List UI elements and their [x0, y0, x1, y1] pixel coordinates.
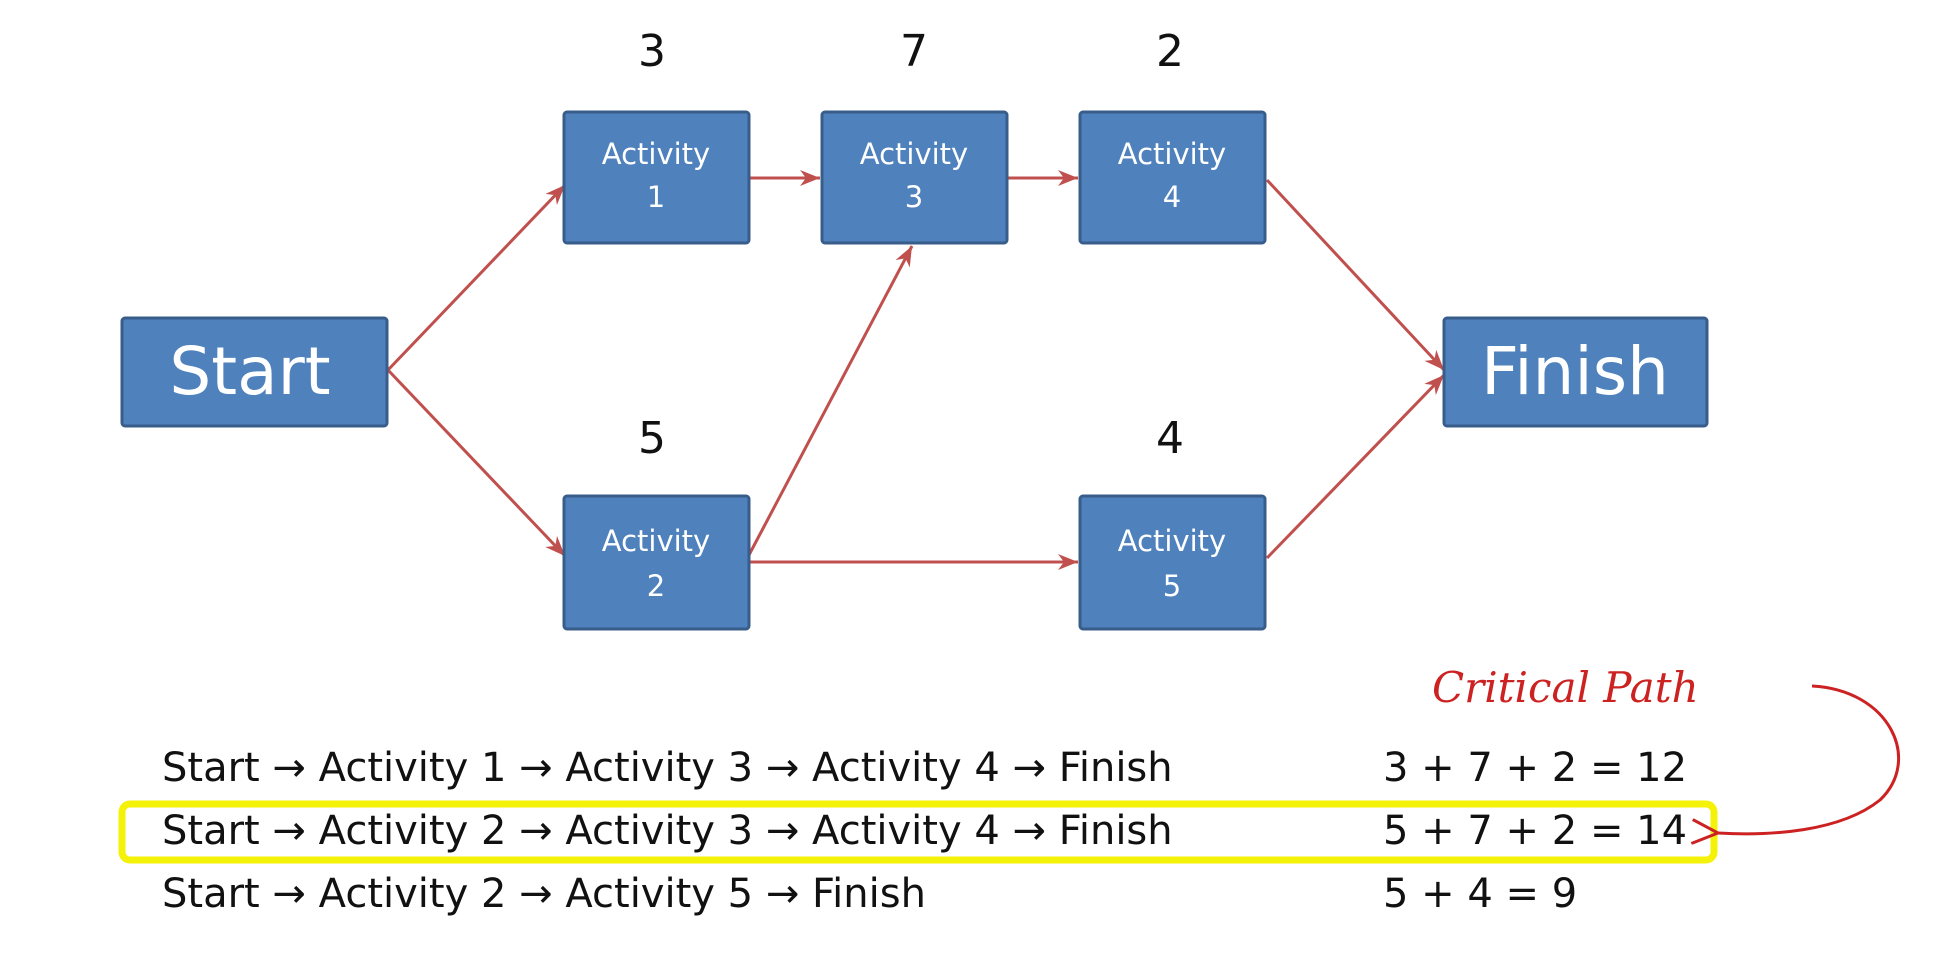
node-activity-1-title: Activity: [602, 137, 710, 171]
node-start-label: Start: [169, 333, 330, 410]
node-finish-label: Finish: [1481, 333, 1669, 410]
node-activity-3-title: Activity: [860, 137, 968, 171]
path-route-1: Start → Activity 1 → Activity 3 → Activi…: [162, 745, 1173, 791]
duration-activity-1: 3: [638, 26, 666, 77]
node-activity-1-number: 1: [647, 180, 665, 214]
node-activity-5: 4 Activity 5: [1078, 413, 1267, 631]
node-activity-2-number: 2: [647, 569, 665, 603]
node-activity-5-number: 5: [1163, 569, 1181, 603]
node-activity-4-title: Activity: [1118, 137, 1226, 171]
node-activity-4: 2 Activity 4: [1078, 26, 1267, 245]
node-activity-3: 7 Activity 3: [820, 26, 1009, 245]
edge-act4-finish: [1265, 178, 1446, 372]
duration-activity-5: 4: [1156, 413, 1184, 464]
edges: [386, 170, 1446, 570]
duration-activity-2: 5: [638, 413, 666, 464]
path-sum-3: 5 + 4 = 9: [1383, 871, 1577, 917]
path-sum-2: 5 + 7 + 2 = 14: [1383, 808, 1687, 854]
path-route-3: Start → Activity 2 → Activity 5 → Finish: [162, 871, 926, 917]
path-sum-1: 3 + 7 + 2 = 12: [1383, 745, 1687, 791]
duration-activity-4: 2: [1156, 26, 1184, 77]
node-activity-2: 5 Activity 2: [562, 413, 751, 631]
duration-activity-3: 7: [900, 26, 928, 77]
critical-path-arrow: [1718, 684, 1900, 834]
node-activity-5-title: Activity: [1118, 524, 1226, 558]
node-activity-2-title: Activity: [602, 524, 710, 558]
edge-start-act2: [386, 368, 567, 558]
node-start: Start: [120, 316, 389, 428]
node-activity-3-number: 3: [905, 180, 923, 214]
path-list: Start → Activity 1 → Activity 3 → Activi…: [162, 745, 1687, 917]
node-finish: Finish: [1442, 316, 1709, 428]
node-activity-4-number: 4: [1163, 180, 1181, 214]
edge-act2-act3: [747, 245, 914, 556]
node-activity-1: 3 Activity 1: [562, 26, 751, 245]
edge-start-act1: [386, 183, 567, 372]
edge-act5-finish: [1265, 373, 1446, 560]
path-route-2: Start → Activity 2 → Activity 3 → Activi…: [162, 808, 1173, 854]
critical-path-label: Critical Path: [1432, 663, 1699, 712]
